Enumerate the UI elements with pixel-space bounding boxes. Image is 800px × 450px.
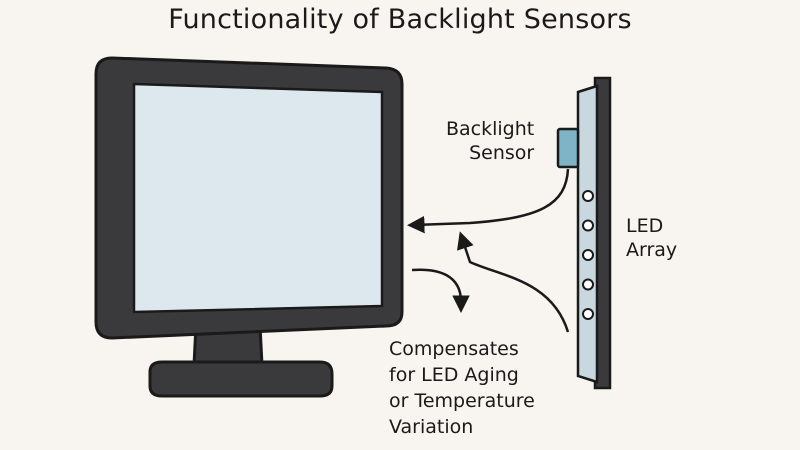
diagram-title: Functionality of Backlight Sensors — [168, 4, 632, 35]
feedback-up-arrow — [457, 231, 570, 333]
led-label-line-2: Array — [626, 239, 678, 261]
compensation-down-arrow — [411, 268, 470, 313]
compensation-line-1: Compensates — [389, 338, 519, 360]
panel-board — [576, 84, 599, 384]
monitor-screen — [132, 82, 384, 314]
backlight-sensor-label: Backlight Sensor — [446, 117, 534, 165]
sensor-to-screen-arrow — [407, 168, 570, 234]
sensor-label-line-2: Sensor — [469, 142, 535, 164]
compensation-line-3: or Temperature — [389, 390, 535, 412]
led-dot — [582, 249, 594, 261]
monitor-stand-base — [148, 360, 334, 398]
led-array — [582, 190, 594, 320]
led-array-label: LED Array — [626, 214, 677, 262]
led-label-line-1: LED — [626, 215, 664, 237]
monitor — [94, 56, 404, 398]
led-dot — [582, 219, 594, 232]
compensation-line-4: Variation — [389, 416, 474, 438]
compensation-line-2: for LED Aging — [389, 364, 519, 386]
led-dot — [582, 308, 594, 320]
backlight-sensor — [556, 127, 580, 169]
led-dot — [582, 190, 594, 202]
backlight-panel — [576, 76, 612, 390]
compensation-label: Compensates for LED Aging or Temperature… — [389, 336, 535, 440]
sensor-label-line-1: Backlight — [446, 118, 535, 140]
led-dot — [582, 278, 594, 291]
